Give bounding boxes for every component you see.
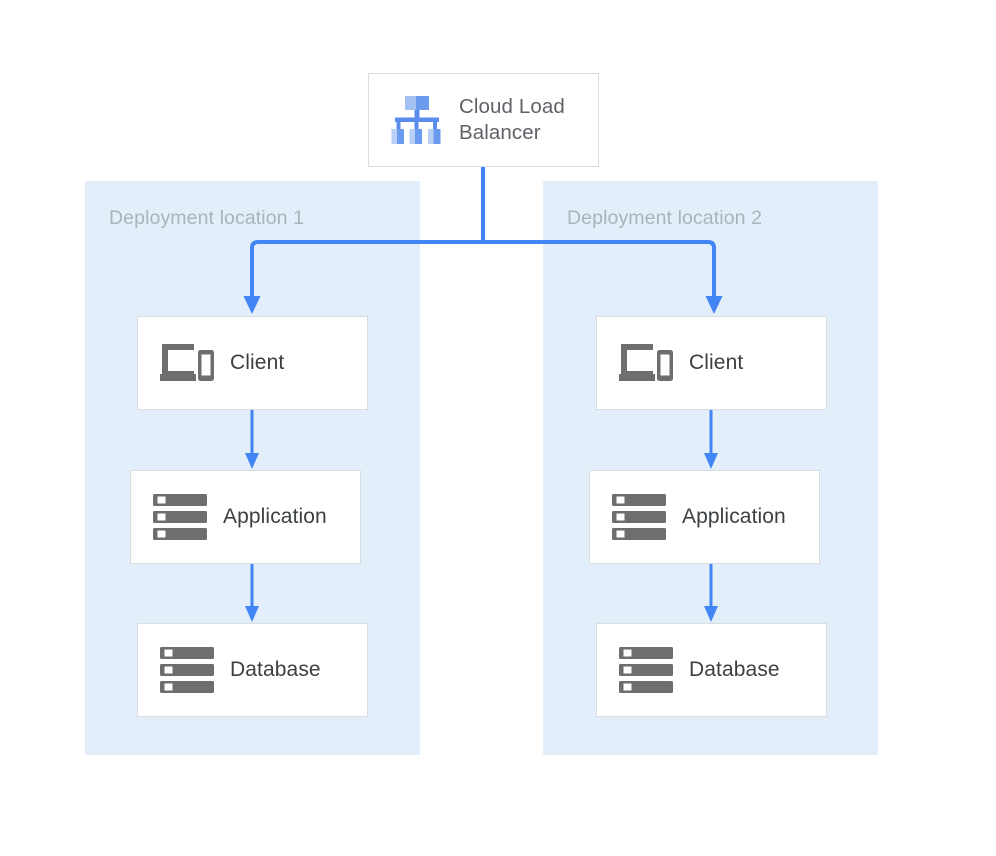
node-application-location-1[interactable]: Application [130,470,361,564]
node-database-location-1[interactable]: Database [137,623,368,717]
server-stack-icon [160,646,214,693]
client-devices-icon [619,341,673,385]
node-label: Database [230,658,321,681]
load-balancer-hierarchy-icon [389,92,445,148]
node-label: Application [223,505,327,528]
node-client-location-2[interactable]: Client [596,316,827,410]
node-label: Client [230,351,285,374]
load-balancer-label-line-1: Cloud Load [459,95,565,118]
node-label: Client [689,351,744,374]
node-label: Application [682,505,786,528]
client-devices-icon [160,341,214,385]
node-database-location-2[interactable]: Database [596,623,827,717]
node-label: Database [689,658,780,681]
load-balancer-label-line-2: Balancer [459,121,541,144]
server-stack-icon [619,646,673,693]
deployment-location-1-label: Deployment location 1 [109,207,305,229]
node-client-location-1[interactable]: Client [137,316,368,410]
deployment-location-2-label: Deployment location 2 [567,207,763,229]
node-application-location-2[interactable]: Application [589,470,820,564]
server-stack-icon [153,493,207,540]
server-stack-icon [612,493,666,540]
